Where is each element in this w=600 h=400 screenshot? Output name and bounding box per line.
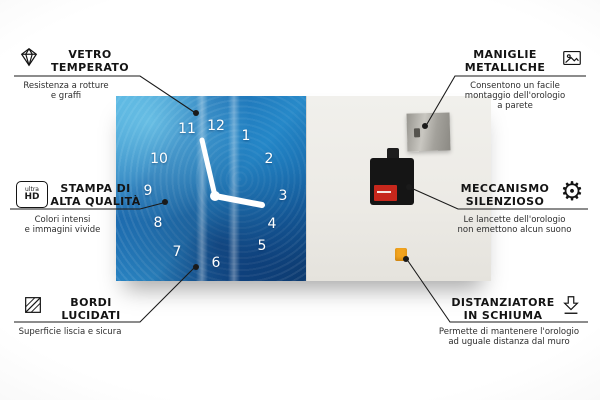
metal-hanging-plate [406,112,451,152]
callout-subtitle: Le lancette dell'orologio non emettono a… [457,215,572,235]
picture-frame-icon [560,47,584,69]
battery-label [377,191,391,193]
callout-title: VETRO TEMPERATO [50,48,130,74]
diamond-icon [18,46,40,68]
clock-numeral: 11 [178,121,196,137]
clock-numeral: 5 [257,238,267,254]
plate-keyhole [413,128,421,138]
clock-numeral: 3 [278,188,288,204]
callout-subtitle: Consentono un facile montaggio dell'orol… [464,81,566,111]
clock-numeral: 8 [153,215,163,231]
glass-reflection [228,96,240,281]
callout-title: MANIGLIE METALLICHE [464,48,546,74]
callout-subtitle: Colori intensi e immagini vivide [24,215,101,235]
clock-numeral: 4 [267,216,277,232]
callout-subtitle: Superficie liscia e sicura [18,327,122,337]
foam-spacer-icon [560,293,582,317]
ultra-hd-icon: ultra HD [16,181,48,208]
ultra-hd-icon-text: HD [24,192,40,202]
clock-mechanism [370,158,414,205]
ultra-hd-icon-text: ultra [25,186,39,193]
clock-numeral: 2 [264,151,274,167]
polished-edge-icon [22,294,44,316]
callout-title: BORDI LUCIDATI [61,296,121,322]
clock-numeral: 6 [211,255,221,271]
callout-title: DISTANZIATORE IN SCHIUMA [451,296,555,322]
callout-title: MECCANISMO SILENZIOSO [460,182,550,208]
callout-subtitle: Permette di mantenere l'orologio ad ugua… [438,327,580,347]
callout-title: STAMPA DI ALTA QUALITÀ [50,182,141,208]
foam-spacer [395,248,407,261]
clock-numeral: 10 [150,151,168,167]
mechanism-hanger [387,148,399,160]
clock-product-image: 11 12 1 2 3 4 5 6 7 8 9 10 [116,96,491,281]
clock-hands [199,137,265,208]
battery [374,185,397,201]
clock-numeral: 12 [207,118,225,134]
clock-numeral: 7 [172,244,182,260]
gear-icon: ⚙ [560,177,584,207]
callout-subtitle: Resistenza a rotture e graffi [23,81,109,101]
clock-numeral: 1 [241,128,251,144]
clock-front-face: 11 12 1 2 3 4 5 6 7 8 9 10 [116,96,306,281]
clock-numeral: 9 [143,183,153,199]
